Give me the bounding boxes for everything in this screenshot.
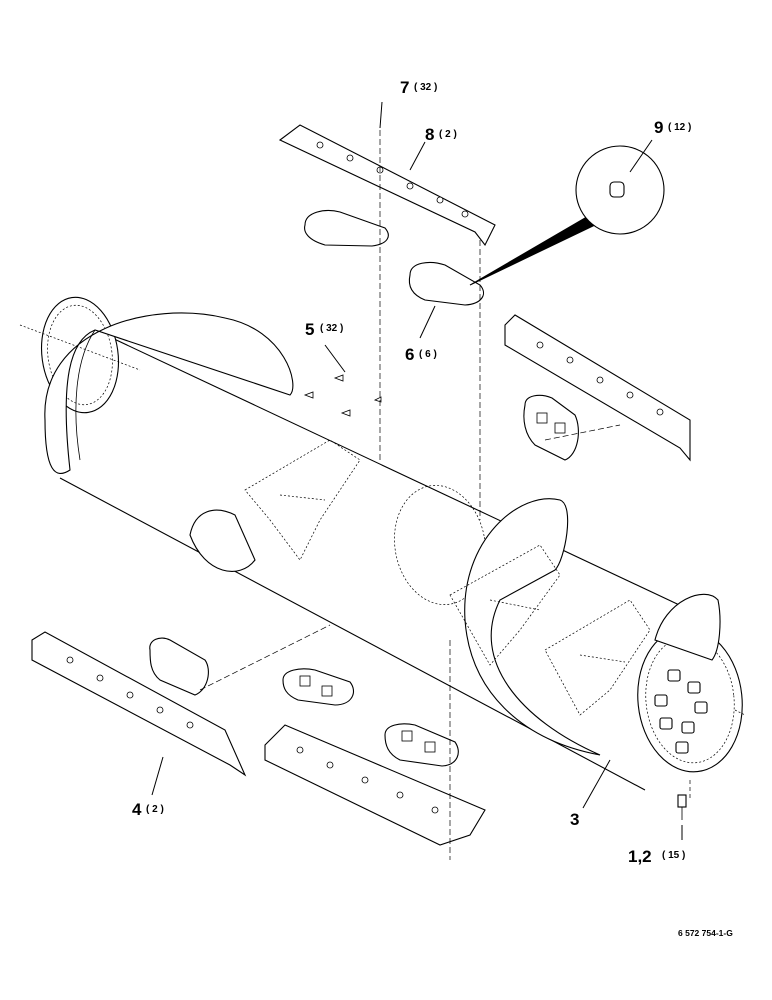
label-part-8-qty: ( 2 ) [439, 129, 457, 140]
figure-id: 6 572 754-1-G [678, 928, 733, 938]
alignment-lines [199, 130, 691, 860]
part-6-pad-middle [408, 261, 484, 306]
label-part-4-qty: ( 2 ) [146, 804, 164, 815]
part-6-pad-upper [304, 209, 389, 247]
label-part-1-2-number: 1,2 [628, 847, 652, 866]
label-part-7-qty: ( 32 ) [414, 82, 437, 93]
label-part-5-qty: ( 32 ) [320, 323, 343, 334]
label-part-3-number: 3 [570, 810, 579, 829]
label-part-5-number: 5 [305, 320, 314, 339]
label-part-8-number: 8 [425, 125, 434, 144]
paddle-bracket-right-b [544, 599, 651, 716]
label-part-9-qty: ( 12 ) [668, 122, 691, 133]
label-part-4-number: 4 [132, 800, 142, 819]
part-4-strip-lower-center [264, 724, 486, 846]
label-part-9-number: 9 [654, 118, 663, 137]
auger-flight-center [189, 509, 256, 572]
label-part-6-qty: ( 6 ) [419, 349, 437, 360]
part-4-strip-lower-left [31, 631, 247, 777]
label-part-7-number: 7 [400, 78, 409, 97]
paddle-bracket-right-a [449, 544, 561, 666]
end-plate-bolt-pattern [654, 669, 708, 754]
part-8-strip-upper [278, 124, 496, 247]
part-6-pad-lower-center [282, 668, 354, 706]
part-9-detail-callout [469, 145, 665, 286]
drum-body [19, 296, 746, 791]
part-6-pad-lower-left [149, 637, 209, 696]
auger-flight-left [44, 312, 294, 474]
part-6-pad-right [523, 394, 579, 461]
part-5-clips [303, 374, 382, 417]
paddle-bracket-center [244, 439, 361, 561]
auger-flight-right [464, 498, 721, 756]
part-1-2-bolt [677, 794, 687, 820]
leader-lines [151, 101, 683, 840]
part-8-strip-right [504, 314, 691, 462]
label-part-1-2-qty: ( 15 ) [662, 850, 685, 861]
label-part-6-number: 6 [405, 345, 414, 364]
part-6-pad-lower-right [384, 723, 459, 767]
